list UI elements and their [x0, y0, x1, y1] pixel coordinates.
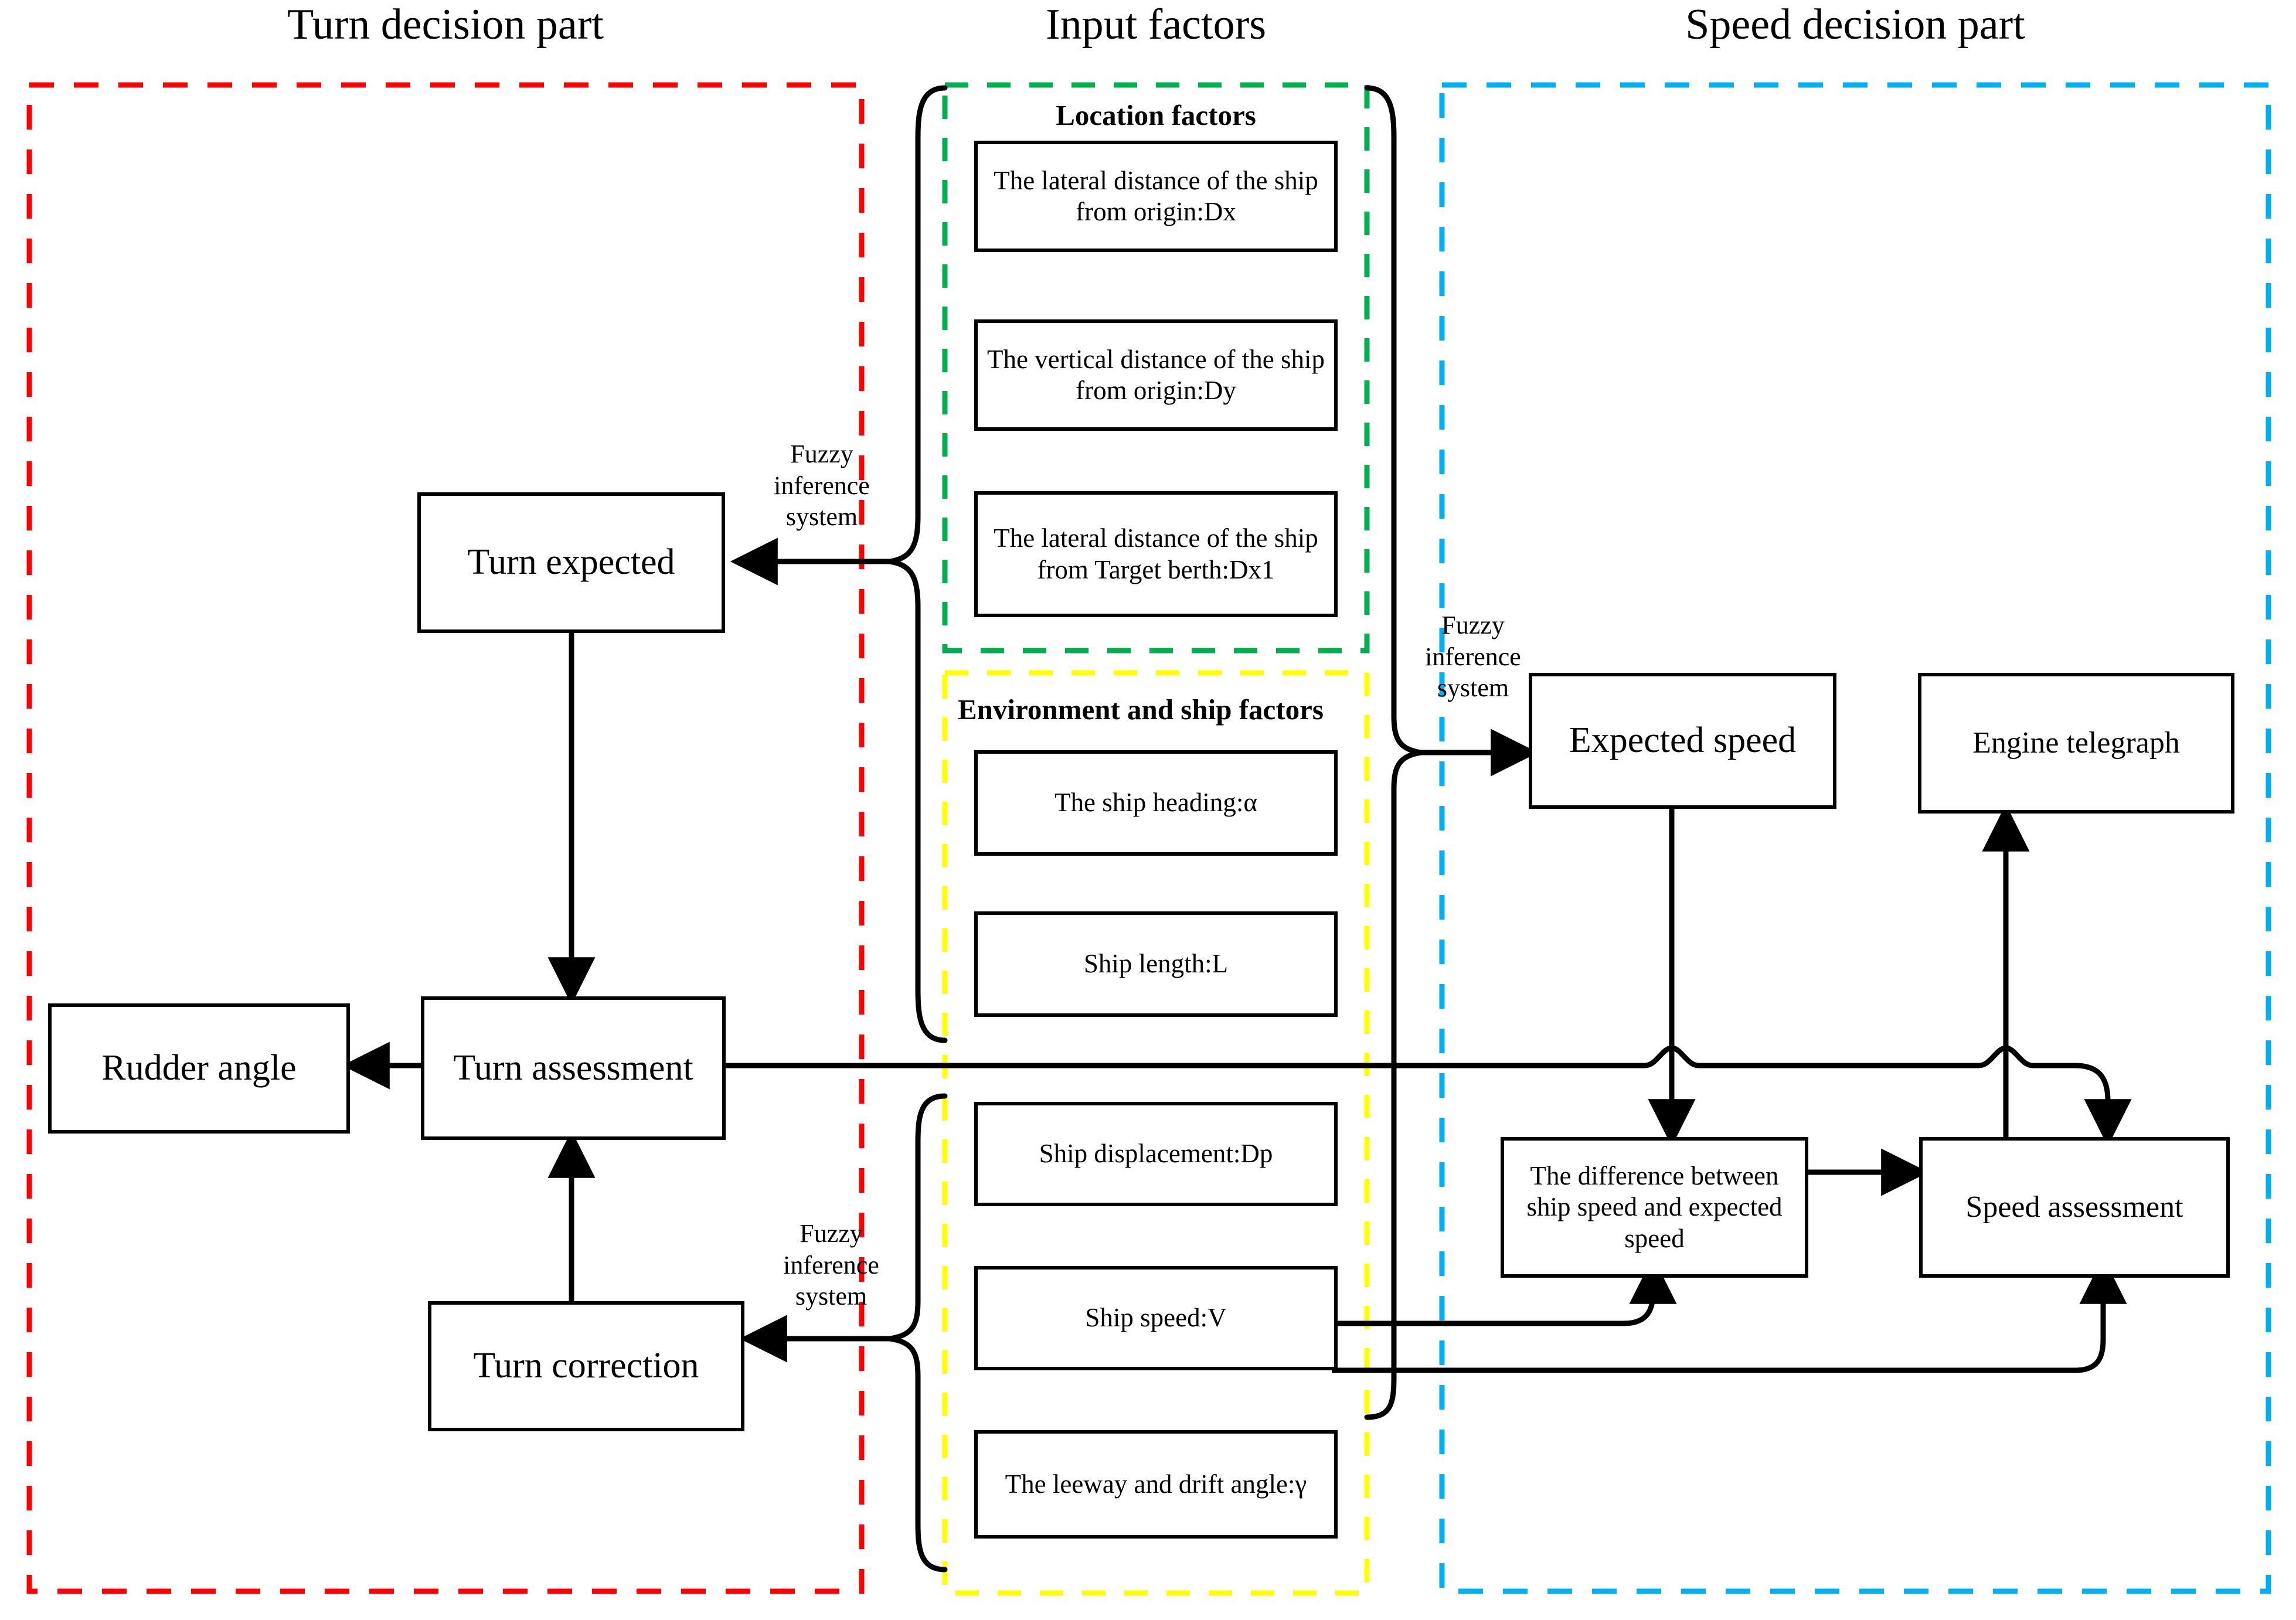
- input-box-leeway-drift-angle[interactable]: The leeway and drift angle:γ: [974, 1430, 1338, 1539]
- edge-label-fuzzy-inference-turn-correction: Fuzzy inference system: [783, 1219, 879, 1311]
- node-rudder-angle[interactable]: Rudder angle: [48, 1003, 350, 1134]
- edge-label-fuzzy-inference-turn-expected: Fuzzy inference system: [774, 440, 870, 532]
- edge-ship-speed-to-difference: [1332, 1256, 1677, 1326]
- node-turn-assessment[interactable]: Turn assessment: [421, 996, 726, 1140]
- node-speed-difference[interactable]: The difference between ship speed and ex…: [1501, 1137, 1808, 1278]
- region-location-factors: [942, 82, 1370, 654]
- input-box-lateral-distance-target-berth[interactable]: The lateral distance of the ship from Ta…: [974, 491, 1338, 617]
- node-label: Turn expected: [467, 542, 675, 583]
- region-turn-decision: [26, 82, 865, 1594]
- input-box-label: The lateral distance of the ship from or…: [994, 165, 1318, 226]
- edge-label-fuzzy-inference-expected-speed: Fuzzy inference system: [1425, 611, 1521, 703]
- input-box-label: Ship length:L: [1083, 949, 1229, 979]
- input-box-label: The leeway and drift angle:γ: [1005, 1469, 1307, 1499]
- input-box-label: Ship displacement:Dp: [1039, 1139, 1273, 1169]
- group-label-environment-factors: Environment and ship factors: [958, 693, 1324, 726]
- edge-turn-assessment-to-speed-assessment: [722, 1045, 2132, 1147]
- input-box-ship-heading[interactable]: The ship heading:α: [974, 750, 1338, 856]
- edge-ship-speed-to-speed-assessment: [1332, 1256, 2127, 1373]
- node-label: Engine telegraph: [1972, 726, 2180, 760]
- node-label: Expected speed: [1569, 720, 1797, 761]
- column-title-input-factors: Input factors: [1045, 1, 1267, 49]
- input-box-lateral-distance-origin[interactable]: The lateral distance of the ship from or…: [974, 141, 1338, 252]
- input-box-vertical-distance-origin[interactable]: The vertical distance of the ship from o…: [974, 319, 1338, 431]
- node-expected-speed[interactable]: Expected speed: [1529, 673, 1836, 809]
- input-box-ship-displacement[interactable]: Ship displacement:Dp: [974, 1102, 1338, 1206]
- input-box-label: The vertical distance of the ship from o…: [987, 344, 1325, 405]
- node-label: Rudder angle: [101, 1048, 297, 1088]
- node-turn-correction[interactable]: Turn correction: [428, 1301, 744, 1431]
- node-speed-assessment[interactable]: Speed assessment: [1919, 1137, 2230, 1278]
- brace-left-upper: [889, 85, 948, 1043]
- brace-left-lower: [889, 1093, 948, 1573]
- input-box-label: The lateral distance of the ship from Ta…: [994, 523, 1318, 584]
- node-label: Turn assessment: [453, 1047, 693, 1088]
- node-label: Turn correction: [473, 1346, 699, 1386]
- node-turn-expected[interactable]: Turn expected: [417, 492, 725, 633]
- input-box-ship-speed[interactable]: Ship speed:V: [974, 1266, 1338, 1370]
- region-speed-decision: [1439, 82, 2271, 1594]
- node-label: The difference between ship speed and ex…: [1526, 1161, 1783, 1253]
- node-engine-telegraph[interactable]: Engine telegraph: [1918, 673, 2234, 814]
- input-box-ship-length[interactable]: Ship length:L: [974, 911, 1338, 1017]
- input-box-label: The ship heading:α: [1054, 788, 1257, 818]
- group-label-location-factors: Location factors: [1056, 99, 1256, 131]
- region-environment-factors: [942, 670, 1370, 1596]
- column-title-speed-decision: Speed decision part: [1685, 1, 2025, 49]
- brace-right: [1364, 85, 1421, 1420]
- input-box-label: Ship speed:V: [1085, 1303, 1227, 1333]
- column-title-turn-decision: Turn decision part: [287, 1, 604, 49]
- node-label: Speed assessment: [1965, 1190, 2183, 1224]
